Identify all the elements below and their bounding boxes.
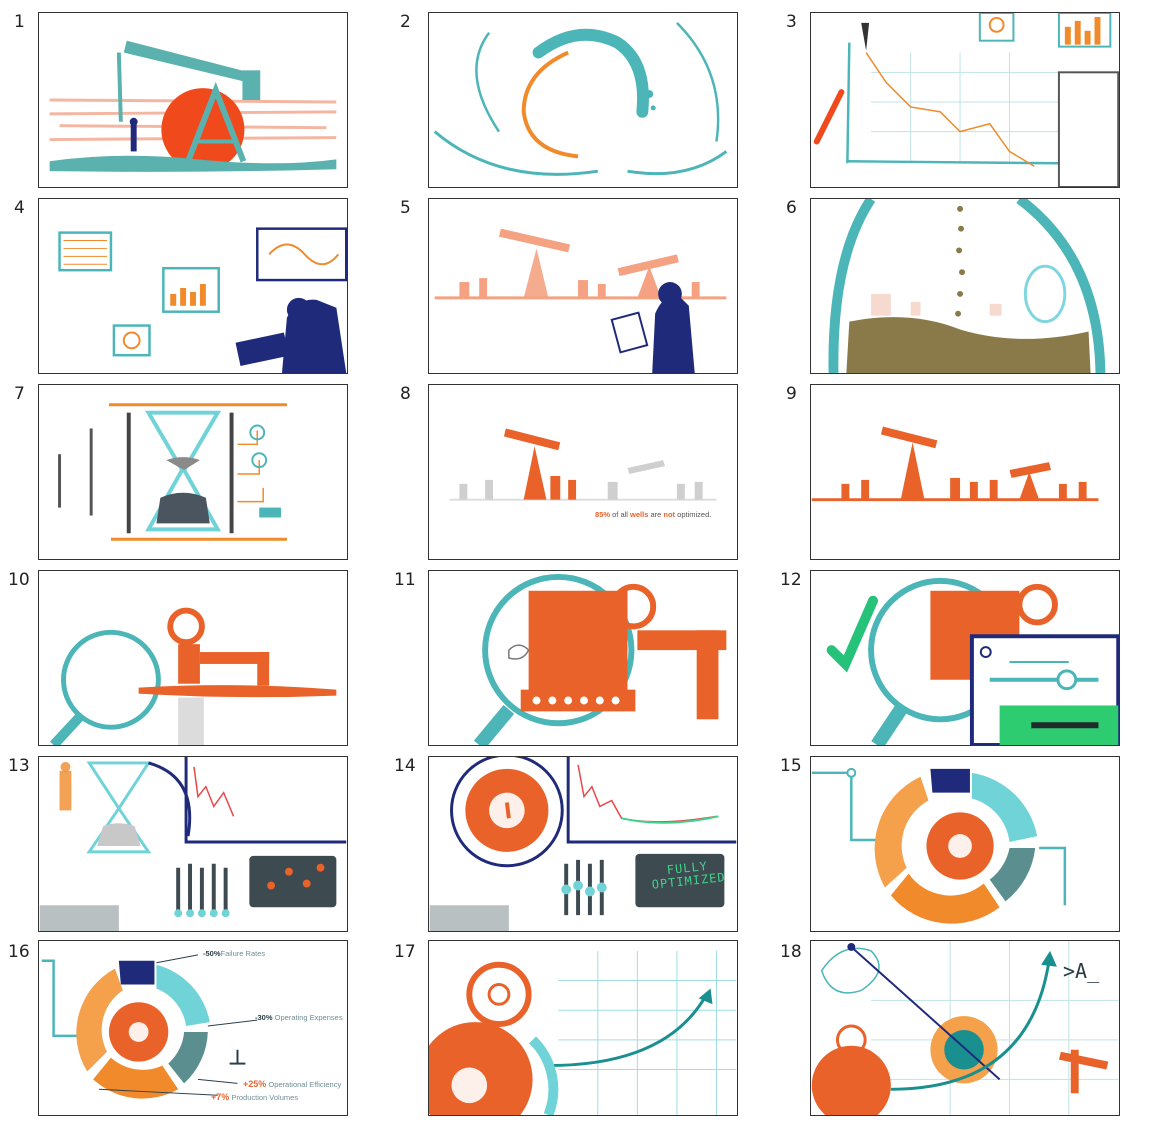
panel-number: 4 bbox=[14, 198, 25, 218]
magnifier-valve-illustration bbox=[49, 607, 337, 745]
stat-value: -30% bbox=[255, 1013, 273, 1022]
caption-percent: 85% bbox=[595, 510, 611, 519]
panel-number: 17 bbox=[394, 942, 416, 962]
wells-statistic-caption: 85% of all wells are not optimized. bbox=[595, 510, 711, 519]
declining-chart-illustration bbox=[813, 13, 1119, 187]
results-wheel-illustration bbox=[41, 954, 258, 1099]
dashboard-worker-illustration bbox=[58, 227, 347, 373]
stat-value: +7% bbox=[211, 1092, 230, 1102]
monitoring-dashboard-illustration bbox=[39, 757, 347, 931]
panel-frame bbox=[428, 198, 738, 374]
panel-frame: -50%Failure Rates -30% Operating Expense… bbox=[38, 940, 348, 1116]
panel-number: 6 bbox=[786, 198, 797, 218]
repair-approved-illustration bbox=[826, 577, 1119, 745]
pumpjack-sunset-illustration bbox=[49, 40, 337, 172]
panel-number: 1 bbox=[14, 12, 25, 32]
panel-number: 11 bbox=[394, 570, 416, 590]
panel-number: 13 bbox=[8, 756, 30, 776]
panel-frame bbox=[38, 756, 348, 932]
panel-frame bbox=[428, 12, 738, 188]
oilfield-silhouette-illustration bbox=[449, 428, 717, 501]
caption-text-3: optimized. bbox=[675, 510, 712, 519]
stat-label: Failure Rates bbox=[220, 949, 266, 958]
panel-number: 7 bbox=[14, 384, 25, 404]
panel-frame bbox=[38, 12, 348, 188]
stat-value: +25% bbox=[243, 1079, 267, 1089]
stat-value: -50% bbox=[203, 949, 221, 958]
panel-number: 5 bbox=[400, 198, 411, 218]
optimized-dashboard-illustration bbox=[429, 757, 737, 931]
stat-failure-rates: -50%Failure Rates bbox=[203, 949, 265, 958]
panel-frame bbox=[38, 198, 348, 374]
panel-frame bbox=[810, 384, 1120, 560]
stat-label: Operational Efficiency bbox=[268, 1080, 342, 1089]
stat-operating-expenses: -30% Operating Expenses bbox=[255, 1013, 343, 1022]
hourglass-closeup-illustration bbox=[828, 199, 1106, 373]
panel-number: 12 bbox=[780, 570, 802, 590]
panel-number: 9 bbox=[786, 384, 797, 404]
panel-number: 10 bbox=[8, 570, 30, 590]
panel-number: 16 bbox=[8, 942, 30, 962]
caption-text-1: of all bbox=[610, 510, 631, 519]
caption-text-2: are bbox=[648, 510, 664, 519]
panel-frame bbox=[428, 570, 738, 746]
panel-number: 15 bbox=[780, 756, 802, 776]
panel-frame: >A_ bbox=[810, 940, 1120, 1116]
gear-cycle-illustration bbox=[811, 767, 1067, 924]
panel-frame bbox=[38, 570, 348, 746]
caption-not: not bbox=[663, 510, 676, 519]
stat-operational-efficiency: +25% Operational Efficiency bbox=[243, 1079, 341, 1089]
panel-frame bbox=[810, 198, 1120, 374]
future-vision-illustration bbox=[811, 941, 1119, 1115]
panel-number: 14 bbox=[394, 756, 416, 776]
stat-production-volumes: +7% Production Volumes bbox=[211, 1092, 298, 1102]
panel-number: 18 bbox=[780, 942, 802, 962]
magnified-leak-illustration bbox=[473, 573, 727, 745]
oil-swirl-illustration bbox=[433, 22, 728, 176]
panel-frame bbox=[428, 940, 738, 1116]
panel-number: 8 bbox=[400, 384, 411, 404]
terminal-prompt: >A_ bbox=[1063, 959, 1100, 983]
growth-gears-illustration bbox=[429, 950, 737, 1115]
stat-label: Production Volumes bbox=[231, 1093, 299, 1102]
panel-frame: 85% of all wells are not optimized. bbox=[428, 384, 738, 560]
panel-number: 2 bbox=[400, 12, 411, 32]
panel-frame bbox=[38, 384, 348, 560]
caption-wells: wells bbox=[630, 510, 649, 519]
panel-frame bbox=[810, 756, 1120, 932]
hourglass-sensors-illustration bbox=[58, 403, 287, 541]
stat-label: Operating Expenses bbox=[274, 1013, 343, 1022]
oilfield-engineer-illustration bbox=[434, 228, 727, 373]
panel-frame bbox=[810, 12, 1120, 188]
panel-number: 3 bbox=[786, 12, 797, 32]
oilfield-orange-illustration bbox=[811, 426, 1099, 502]
panel-frame bbox=[810, 570, 1120, 746]
panel-frame: FULLY OPTIMIZED bbox=[428, 756, 738, 932]
